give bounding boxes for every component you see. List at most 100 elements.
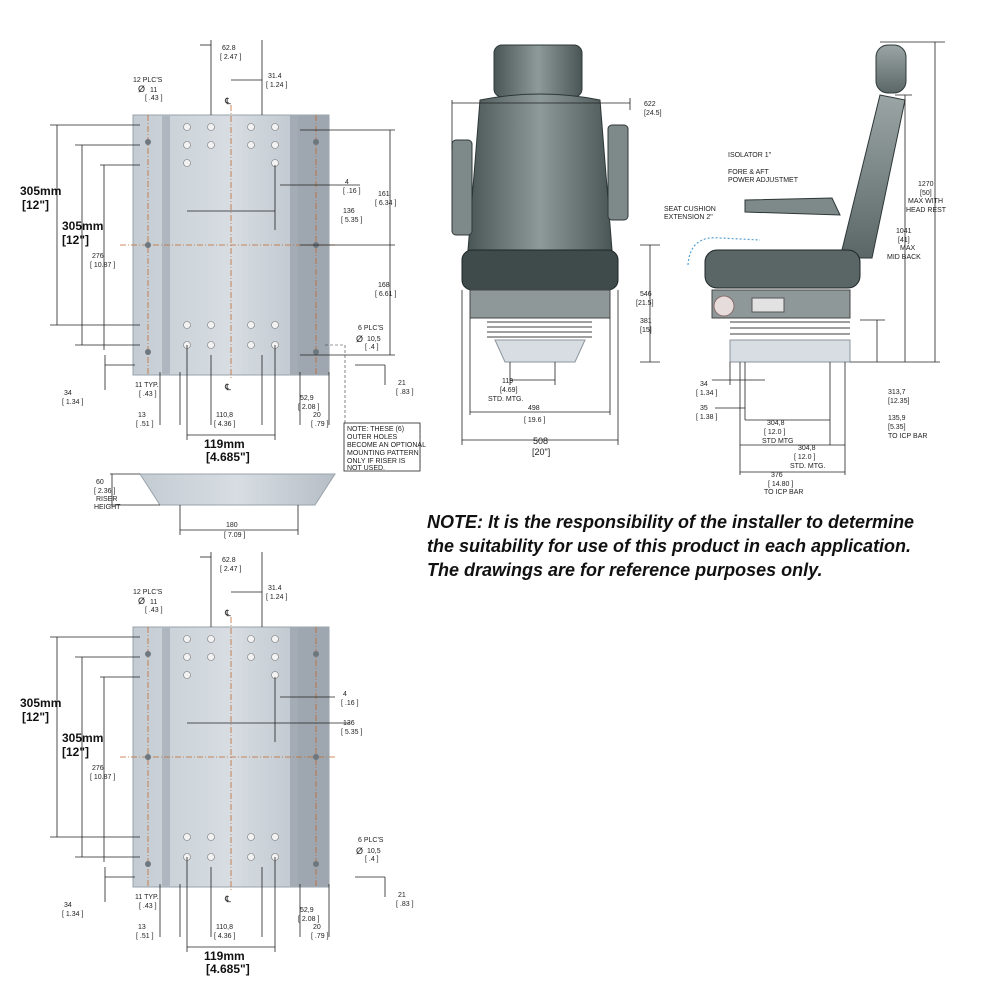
inch-label: [ .16 ]: [341, 700, 359, 707]
max-label: HEAD REST: [906, 207, 947, 214]
inch-label-12: [12"]: [62, 745, 89, 759]
max-label: MAX: [900, 245, 916, 252]
diameter-symbol: Ø: [138, 84, 145, 94]
dim-label: 11 TYP.: [135, 382, 159, 389]
holes-12-label: 12 PLC'S: [133, 77, 163, 84]
headrest: [493, 44, 583, 98]
inch-label: [ 1.24 ]: [266, 82, 287, 89]
suspension-side: [711, 289, 851, 319]
inch-label: [ 1.38 ]: [696, 414, 717, 421]
inch-label-4685: [4.685"]: [206, 962, 250, 976]
inch-label: [ .79 ]: [311, 933, 329, 940]
dim-label: 60: [96, 479, 104, 486]
riser-note-line: NOTE: THESE (6): [347, 426, 404, 433]
suspension-base: [469, 289, 611, 319]
isolator-label: ISOLATOR 1": [728, 152, 772, 159]
dim-label-119: 119mm: [204, 949, 245, 963]
dim-label: 31.4: [268, 585, 282, 592]
dim-label: 11 TYP.: [135, 894, 159, 901]
inch-label: [ 1.34 ]: [696, 390, 717, 397]
dim-label-119: 119mm: [204, 437, 245, 451]
inch-label: [ .83 ]: [396, 389, 414, 396]
centerline-symbol: ℄: [224, 382, 231, 392]
dim-label: 498: [528, 405, 540, 412]
dim-label: 4: [345, 179, 349, 186]
inch-label: [ 5.35 ]: [341, 729, 362, 736]
dim-label: 4: [343, 691, 347, 698]
icp-label: TO ICP BAR: [764, 489, 803, 496]
dim-label: 276: [92, 253, 104, 260]
dim-label: 313,7: [888, 389, 906, 396]
inch-label: [5.35]: [888, 424, 906, 431]
riser-view: 60 [ 2.36 ] RISER HEIGHT 180 [ 7.09 ]: [94, 473, 336, 539]
dim-label: 180: [226, 522, 238, 529]
dim-label: 136: [343, 208, 355, 215]
inch-label: [ 4.36 ]: [214, 421, 235, 428]
bottom-plate-view: 12 PLC'S Ø 11 [ .43 ] 62.8 [ 2.47 ] 31.4…: [20, 552, 414, 976]
dim-label: 1041: [896, 228, 912, 235]
dim-label: 13: [138, 412, 146, 419]
max-label: MAX WITH: [908, 198, 943, 205]
inch-label: [ .43 ]: [139, 391, 157, 398]
dim-label: 10,5: [367, 848, 381, 855]
inch-label-12: [12"]: [22, 710, 49, 724]
riser-note-line: OUTER HOLES: [347, 434, 398, 441]
dim-label: 304,8: [798, 445, 816, 452]
fore-aft-label: FORE & AFT: [728, 169, 770, 176]
inch-label: [20"]: [532, 447, 550, 457]
inch-label: [ .43 ]: [145, 95, 163, 102]
inch-label: [ 7.09 ]: [224, 532, 245, 539]
centerline-symbol: ℄: [224, 96, 231, 106]
inch-label: [21.5]: [636, 300, 654, 307]
dim-label: 34: [64, 390, 72, 397]
top-plate-view: 12 PLC'S 11 Ø [ .43 ] 62.8 [ 2.47 ] 31.4…: [20, 40, 426, 472]
svg-text:Ø: Ø: [138, 596, 145, 606]
riser-label: RISER: [96, 496, 117, 503]
seat-back-side: [839, 94, 906, 259]
installer-note: NOTE: It is the responsibility of the in…: [427, 510, 987, 582]
armrest-right: [607, 124, 629, 221]
inch-label-12: [12"]: [22, 198, 49, 212]
riser-note-line: NOT USED.: [347, 465, 385, 472]
inch-label: [4.69]: [500, 387, 518, 394]
inch-label: [ 19.6 ]: [524, 417, 545, 424]
inch-label: [ 10.87 ]: [90, 262, 115, 269]
dim-label: 34: [700, 381, 708, 388]
inch-label: [ 12.0 ]: [794, 454, 815, 461]
cushion-extension: [687, 237, 761, 266]
dim-label: 35: [700, 405, 708, 412]
dim-label: 34: [64, 902, 72, 909]
inch-label: [50]: [920, 190, 932, 197]
dim-label: 304,8: [767, 420, 785, 427]
inch-label: [ .51 ]: [136, 933, 154, 940]
inch-label: [ 2.08 ]: [298, 916, 319, 923]
inch-label: [ 10.87 ]: [90, 774, 115, 781]
dim-label: 52,9: [300, 907, 314, 914]
inch-label: [15]: [640, 327, 652, 334]
dim-label: 62.8: [222, 557, 236, 564]
dim-label-305: 305mm: [62, 731, 103, 745]
max-label: MID BACK: [887, 254, 921, 261]
dia-label: 11: [150, 87, 157, 94]
dim-label: 13: [138, 924, 146, 931]
dim-label: 119: [502, 378, 513, 385]
badge-icon: [713, 295, 735, 317]
inch-label: [ 2.36 ]: [94, 488, 115, 495]
dim-label: 20: [313, 412, 321, 419]
seat-ext-label: EXTENSION 2": [664, 214, 713, 221]
holes-6-label: 6 PLC'S: [358, 325, 384, 332]
inch-label: [ .4 ]: [365, 344, 379, 351]
seat-ext-label: SEAT CUSHION: [664, 206, 716, 213]
icp-label: TO ICP BAR: [888, 433, 927, 440]
inch-label: [24.5]: [644, 110, 662, 117]
seat-cushion-side: [704, 249, 861, 289]
holes-12-label: 12 PLC'S: [133, 589, 163, 596]
inch-label-4685: [4.685"]: [206, 450, 250, 464]
dim-label: 136: [343, 720, 355, 727]
inch-label: [ 6.61 ]: [375, 291, 396, 298]
inch-label: [ 2.47 ]: [220, 566, 241, 573]
inch-label: [ .51 ]: [136, 421, 154, 428]
inch-label: [ 1.34 ]: [62, 911, 83, 918]
seat-cushion: [461, 249, 619, 291]
riser-note-line: ONLY IF RISER IS: [347, 458, 406, 465]
